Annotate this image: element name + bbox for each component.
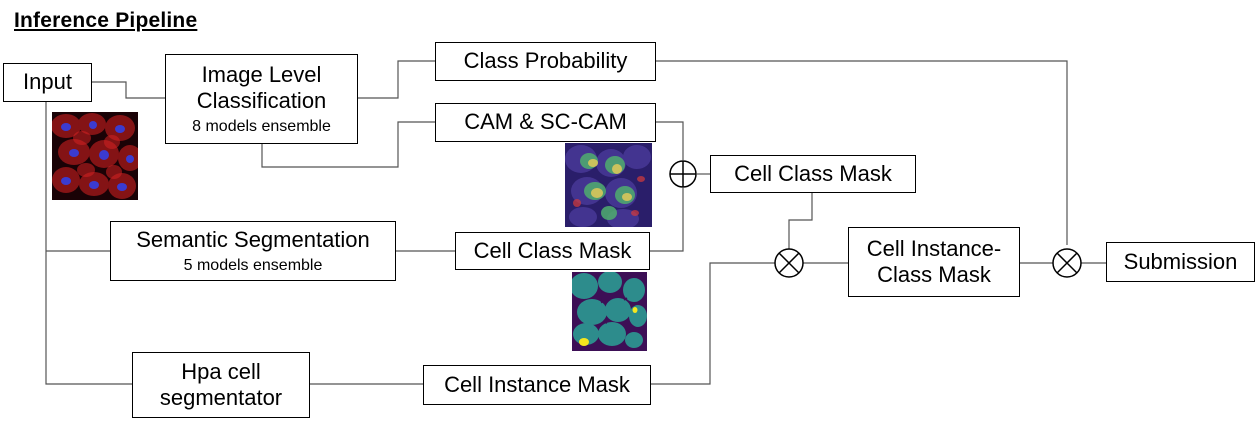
cam-heatmap-thumbnail [565,143,652,227]
wire-classification-to-probability [358,60,435,99]
hpa-cell-segmentator-node: Hpa cell segmentator [132,352,310,418]
cell-class-mask-mid-label: Cell Class Mask [473,237,632,263]
cell-instance-mask-node: Cell Instance Mask [423,365,651,405]
cell-class-mask-top-node: Cell Class Mask [710,155,916,193]
wire-classification-to-cam [261,121,435,168]
wire-classmask-to-multiply [788,193,813,249]
classification-label-line1: Image Level [201,62,322,88]
page-title: Inference Pipeline [14,9,198,32]
circled-plus-icon [669,160,697,188]
wire-input-to-classification [92,81,165,99]
circled-times-icon [774,248,804,278]
class-probability-label: Class Probability [463,48,628,74]
semantic-segmentation-node: Semantic Segmentation 5 models ensemble [110,221,396,281]
cell-class-mask-mid-node: Cell Class Mask [455,232,650,270]
wire-mask-to-plus [650,188,684,252]
circled-times-icon [1052,248,1082,278]
image-level-classification-node: Image Level Classification 8 models ense… [165,54,358,144]
input-node: Input [3,63,92,102]
input-label: Input [23,69,72,95]
wire-cam-to-plus [656,121,684,160]
segmentation-mask-thumbnail [572,272,647,351]
semantic-segmentation-label: Semantic Segmentation [136,227,370,253]
classification-label-line2: Classification [196,88,327,114]
input-image-thumbnail [52,112,138,200]
submission-node: Submission [1106,242,1255,282]
semantic-segmentation-note: 5 models ensemble [183,256,323,274]
class-probability-node: Class Probability [435,42,656,81]
wire-input-trunk [45,102,132,385]
cell-instance-mask-label: Cell Instance Mask [444,371,630,397]
wire-probability-to-multiply [656,60,1068,245]
cell-instance-class-mask-node: Cell Instance- Class Mask [848,227,1020,297]
wire-instance-to-multiply [651,262,775,385]
classification-note: 8 models ensemble [192,117,331,135]
hpa-label-line2: segmentator [159,385,283,410]
instance-class-label-line1: Cell Instance- [866,235,1002,261]
instance-class-label-line2: Class Mask [877,262,991,287]
cell-class-mask-top-label: Cell Class Mask [734,160,892,186]
submission-label: Submission [1123,248,1238,274]
cam-sc-cam-node: CAM & SC-CAM [435,103,656,142]
hpa-label-line1: Hpa cell [181,358,261,384]
cam-sc-cam-label: CAM & SC-CAM [464,109,627,135]
